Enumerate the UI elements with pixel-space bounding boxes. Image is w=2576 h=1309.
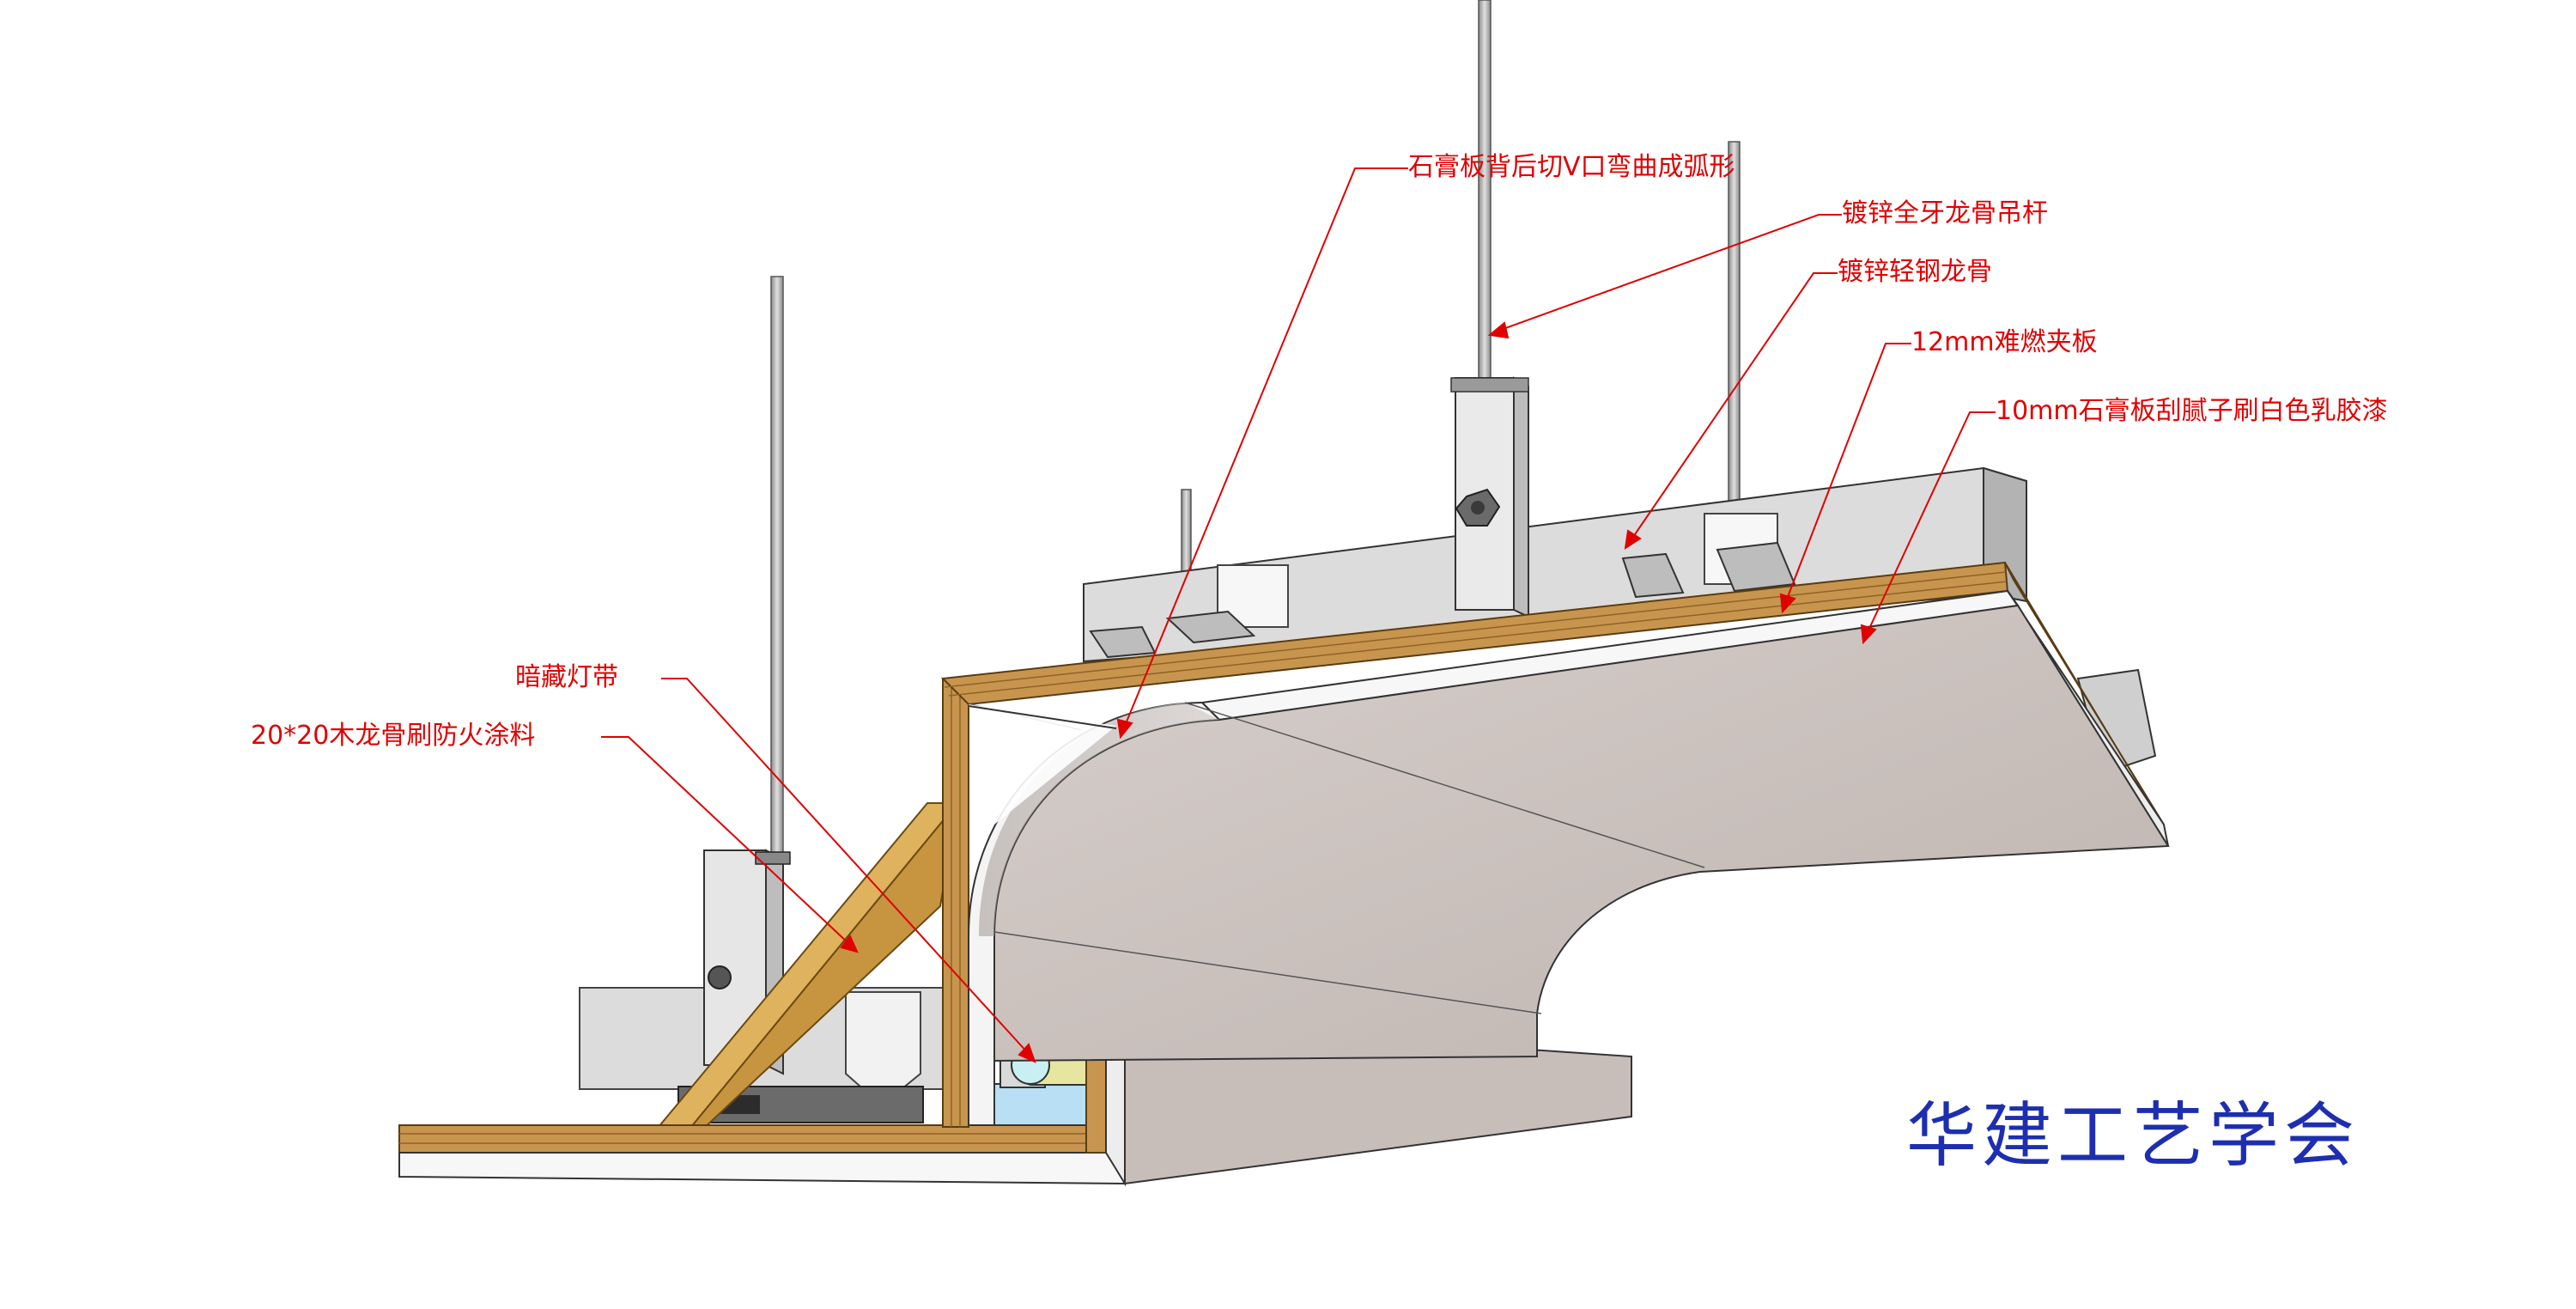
- ledge-plywood: [398, 1124, 1117, 1154]
- label-wood-keel: 20*20木龙骨刷防火涂料: [251, 721, 536, 751]
- watermark-text: 华建工艺学会: [1906, 1095, 2360, 1177]
- curve-surface: [979, 703, 1219, 936]
- hanger-rod-rear: [1728, 141, 1741, 503]
- label-light-keel: 镀锌轻钢龙骨: [1838, 257, 1992, 287]
- label-gypsum: 10mm石膏板刮腻子刷白色乳胶漆: [1996, 396, 2388, 426]
- vertical-plywood: [942, 678, 969, 1128]
- label-plywood: 12mm难燃夹板: [1911, 327, 2098, 357]
- label-v-cut: 石膏板背后切V口弯曲成弧形: [1408, 152, 1735, 182]
- nut-left-top: [755, 851, 791, 865]
- c-channel-3: [1621, 552, 1685, 599]
- leader-lines: [601, 167, 1996, 1063]
- label-hanger-rod: 镀锌全牙龙骨吊杆: [1842, 198, 2048, 228]
- c-channel-left: [845, 991, 921, 1093]
- light-strip-base: [985, 1083, 1088, 1126]
- hanger-rod-main: [1478, 0, 1492, 387]
- c-channel-2: [1165, 610, 1256, 644]
- c-channel-4: [1716, 541, 1796, 593]
- ledge-gypsum: [398, 1152, 1127, 1185]
- bolt-left: [708, 965, 732, 989]
- ceiling-face: [993, 604, 2170, 1062]
- label-light-strip: 暗藏灯带: [515, 662, 618, 692]
